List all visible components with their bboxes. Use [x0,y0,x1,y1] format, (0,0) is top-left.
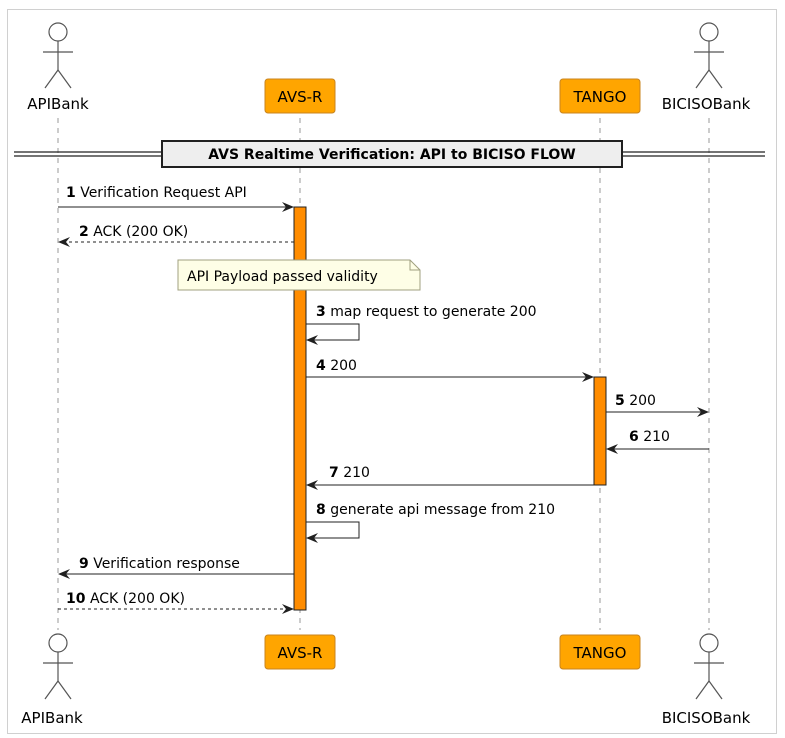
message-number: 2 [79,224,89,240]
message-number: 3 [316,304,326,320]
participant-label-avsr-top: AVS-R [278,88,323,106]
svg-text:8 generate api message from 21: 8 generate api message from 210 [316,502,555,518]
actor-head-icon [699,22,719,42]
actor-apibank-top[interactable] [43,22,73,89]
message-number: 5 [615,393,625,409]
message-text: 210 [643,429,670,445]
message-7[interactable]: 7 210 [306,465,594,490]
actor-label-bicisobank-top: BICISOBank [662,95,751,113]
actor-head-icon [48,22,68,42]
svg-text:6 210: 6 210 [629,429,670,445]
participant-label-tango-bottom: TANGO [573,644,627,662]
message-text: ACK (200 OK) [90,591,185,607]
message-number: 10 [66,591,86,607]
message-text: 200 [629,393,656,409]
message-text: 210 [343,465,370,481]
divider-title: AVS Realtime Verification: API to BICISO… [208,147,576,163]
message-2[interactable]: 2 ACK (200 OK) [58,224,294,247]
actor-label-apibank-top: APIBank [27,95,89,113]
activation-tango [593,376,607,486]
svg-text:4 200: 4 200 [316,358,357,374]
svg-text:7 210: 7 210 [329,465,370,481]
message-6[interactable]: 6 210 [606,429,709,454]
actor-label-apibank-bottom: APIBank [21,709,83,727]
message-9[interactable]: 9 Verification response [58,556,294,579]
svg-text:1 Verification Request API: 1 Verification Request API [66,185,247,201]
message-text: Verification response [93,556,240,572]
participant-avsr-bottom[interactable]: AVS-R [264,634,336,670]
message-3[interactable]: 3 map request to generate 200 [306,304,537,345]
actor-apibank-bottom[interactable] [43,633,73,700]
message-number: 4 [316,358,326,374]
message-4[interactable]: 4 200 [306,358,594,382]
actor-label-bicisobank-bottom: BICISOBank [662,709,751,727]
svg-text:2 ACK (200 OK): 2 ACK (200 OK) [79,224,188,240]
participant-label-avsr-bottom: AVS-R [278,644,323,662]
message-text: Verification Request API [80,185,247,201]
activation-avsr [293,206,307,611]
message-5[interactable]: 5 200 [606,393,709,417]
message-text: ACK (200 OK) [93,224,188,240]
participant-tango-top[interactable]: TANGO [559,78,641,114]
message-10[interactable]: 10 ACK (200 OK) [58,591,294,614]
message-text: map request to generate 200 [330,304,536,320]
note: API Payload passed validity [177,259,421,291]
message-number: 6 [629,429,639,445]
diagram-frame [7,9,777,734]
message-number: 9 [79,556,89,572]
message-text: 200 [330,358,357,374]
message-1[interactable]: 1 Verification Request API [58,185,294,212]
svg-text:9 Verification response: 9 Verification response [79,556,240,572]
participant-tango-bottom[interactable]: TANGO [559,634,641,670]
actor-head-icon [699,633,719,653]
svg-text:10 ACK (200 OK): 10 ACK (200 OK) [66,591,185,607]
participant-label-tango-top: TANGO [573,88,627,106]
message-number: 1 [66,185,76,201]
message-number: 8 [316,502,326,518]
actor-bicisobank-top[interactable] [694,22,724,89]
message-8[interactable]: 8 generate api message from 210 [306,502,555,543]
message-number: 7 [329,465,339,481]
message-text: generate api message from 210 [330,502,555,518]
actor-bicisobank-bottom[interactable] [694,633,724,700]
svg-text:5 200: 5 200 [615,393,656,409]
participant-avsr-top[interactable]: AVS-R [264,78,336,114]
divider: AVS Realtime Verification: API to BICISO… [14,140,765,168]
svg-text:3 map request to generate 200: 3 map request to generate 200 [316,304,537,320]
actor-head-icon [48,633,68,653]
note-text: API Payload passed validity [187,269,378,285]
